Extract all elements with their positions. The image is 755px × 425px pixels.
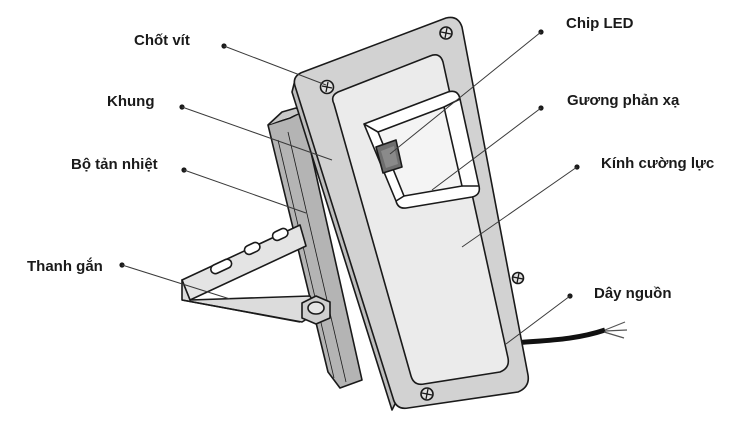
heatsink	[267, 107, 363, 389]
leader-frame	[179, 104, 333, 161]
label-bracket: Thanh gắn	[27, 257, 103, 275]
bracket-slot	[271, 227, 289, 242]
leader-screw	[221, 43, 327, 86]
label-led-chip: Chip LED	[566, 15, 634, 32]
label-screw: Chốt vít	[134, 32, 190, 49]
leader-led-chip	[389, 29, 544, 155]
label-reflector: Gương phản xạ	[567, 92, 680, 109]
screw-bottom-right	[511, 271, 525, 285]
label-glass: Kính cường lực	[601, 155, 714, 172]
reflector	[363, 90, 481, 209]
bracket-slot	[243, 241, 261, 256]
leader-reflector	[431, 105, 544, 191]
label-frame: Khung	[107, 93, 154, 110]
screw-bottom-left	[420, 387, 434, 401]
leader-power-cord	[505, 293, 573, 345]
leader-bracket	[119, 262, 231, 300]
screw-top-right	[439, 26, 453, 40]
label-power-cord: Dây nguồn	[594, 285, 672, 302]
screw-top-left	[319, 79, 335, 95]
leader-heatsink	[181, 167, 307, 214]
mounting-bracket	[181, 224, 331, 325]
label-heatsink: Bộ tản nhiệt	[71, 156, 158, 173]
leader-glass	[461, 164, 580, 248]
bracket-slot	[210, 258, 233, 275]
